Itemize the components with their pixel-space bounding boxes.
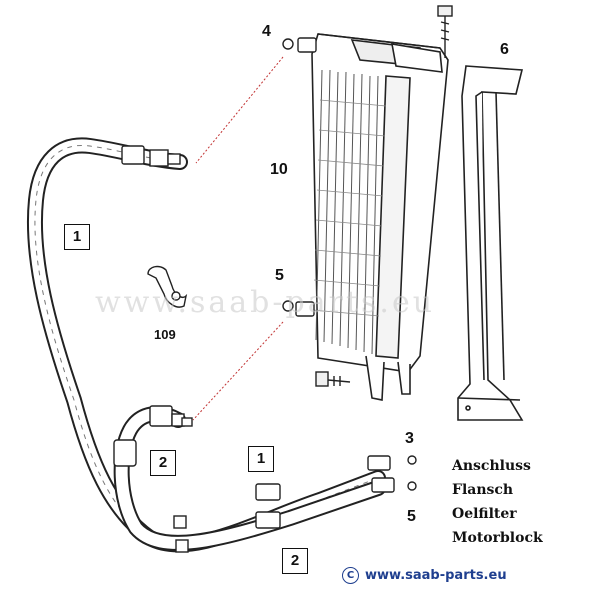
copyright-icon: C: [342, 567, 359, 584]
boxed-label-hose-2-lower: 2: [282, 548, 308, 574]
mounting-bracket: [457, 65, 524, 421]
oil-cooler: [311, 33, 449, 401]
upper-connector: [282, 37, 317, 53]
note-motorblock: Motorblock: [452, 530, 543, 546]
callout-5-top: 5: [275, 267, 284, 284]
callout-10: 10: [270, 161, 288, 178]
hose-fittings: [113, 145, 417, 553]
watermark-text: www.saab-parts.eu: [95, 285, 436, 320]
leader-lines: [192, 56, 284, 421]
boxed-label-hose-1-lower: 1: [248, 446, 274, 472]
boxed-label-hose-2: 2: [150, 450, 176, 476]
hose-2: [113, 406, 386, 551]
mounting-bolt-bottom: [315, 371, 351, 387]
note-oelfilter: Oelfilter: [452, 506, 517, 522]
lower-connector: [282, 300, 315, 317]
boxed-label-hose-1: 1: [64, 224, 90, 250]
note-flansch: Flansch: [452, 482, 514, 498]
callout-6: 6: [500, 41, 509, 58]
callout-4: 4: [262, 23, 271, 40]
mounting-bolt-top: [437, 5, 453, 58]
copyright-line[interactable]: C www.saab-parts.eu: [342, 567, 507, 584]
copyright-link[interactable]: www.saab-parts.eu: [365, 568, 507, 583]
hose-clip: [147, 265, 188, 308]
callout-5-bottom: 5: [407, 508, 416, 525]
note-anschluss: Anschluss: [452, 458, 531, 474]
callout-3: 3: [405, 430, 414, 447]
callout-109: 109: [154, 327, 176, 342]
